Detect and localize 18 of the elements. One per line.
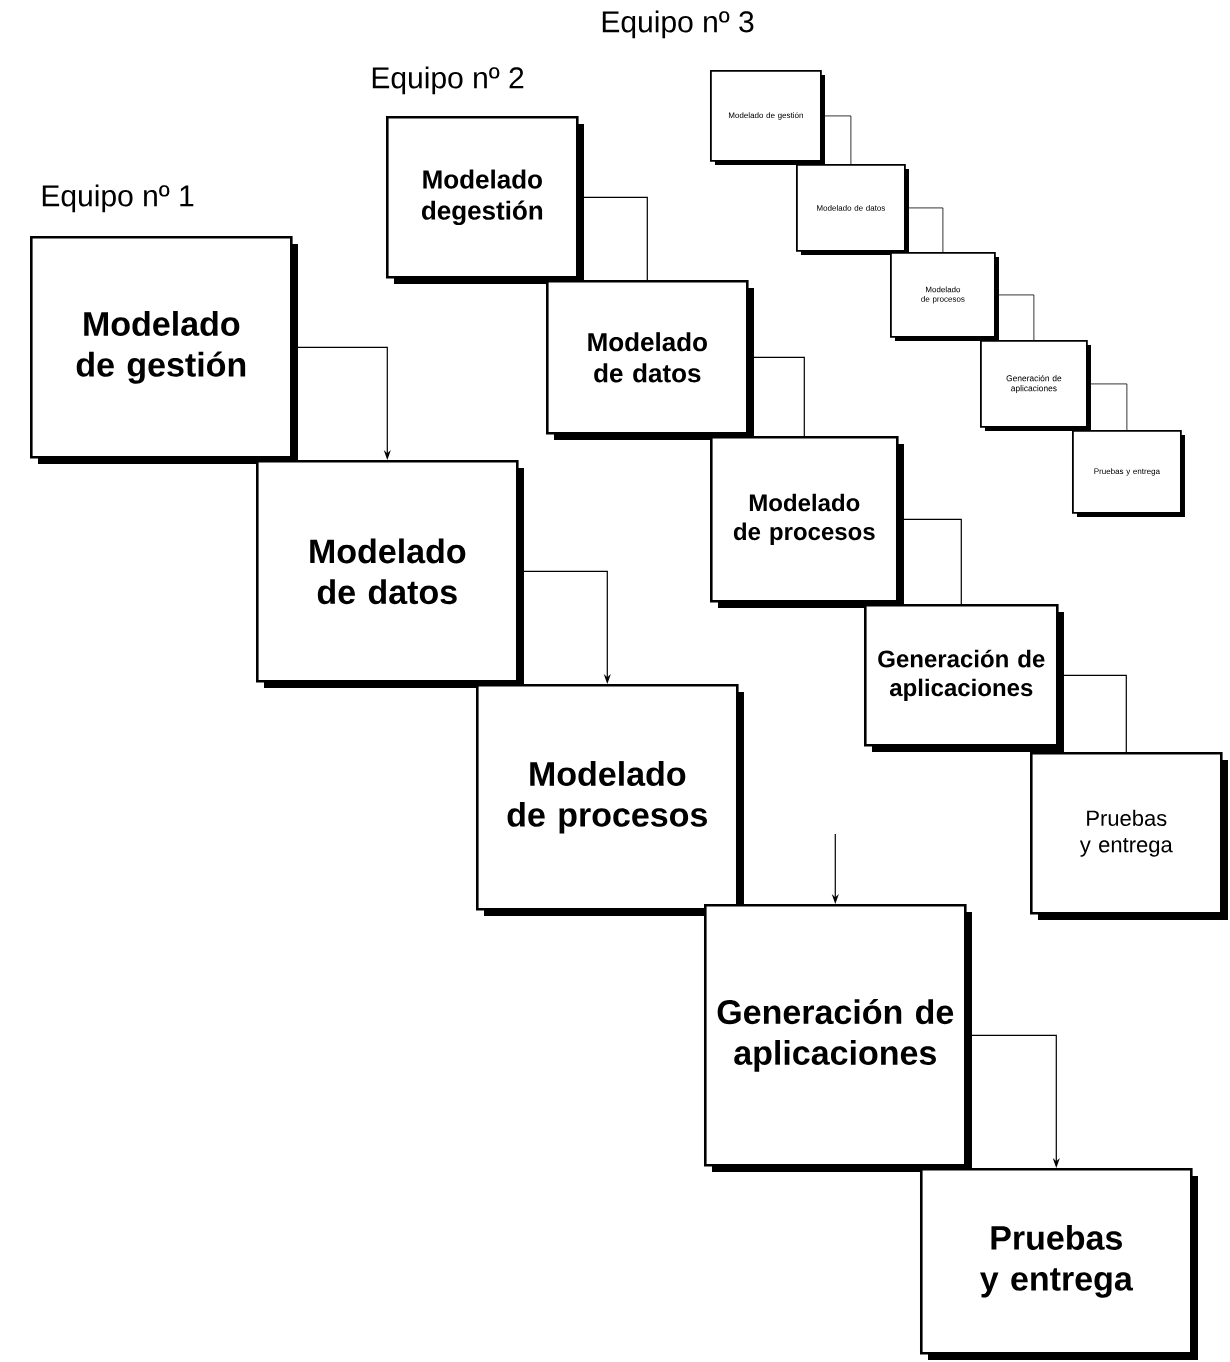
process-box: Modelado de procesos — [710, 436, 904, 608]
arrow — [1087, 383, 1128, 431]
process-box: Pruebas y entrega — [1030, 752, 1228, 920]
process-box: Modelado de gestión — [30, 236, 298, 464]
process-box: Modelado degestión — [386, 116, 584, 284]
team-heading: Equipo nº 2 — [372, 66, 524, 95]
process-box: Pruebas y entrega — [920, 1168, 1198, 1360]
team-heading: Equipo nº 3 — [602, 10, 754, 39]
process-box: Generación de aplicaciones — [704, 904, 972, 1172]
arrow — [748, 356, 805, 437]
arrow — [821, 115, 852, 165]
arrow — [905, 207, 944, 253]
arrow — [995, 294, 1035, 341]
process-box: Modelado de datos — [546, 280, 754, 440]
arrow — [1058, 674, 1127, 753]
process-box: Generación de aplicaciones — [864, 604, 1064, 752]
process-box: Modelado de procesos — [476, 684, 744, 916]
process-box: Modelado de datos — [256, 460, 524, 688]
